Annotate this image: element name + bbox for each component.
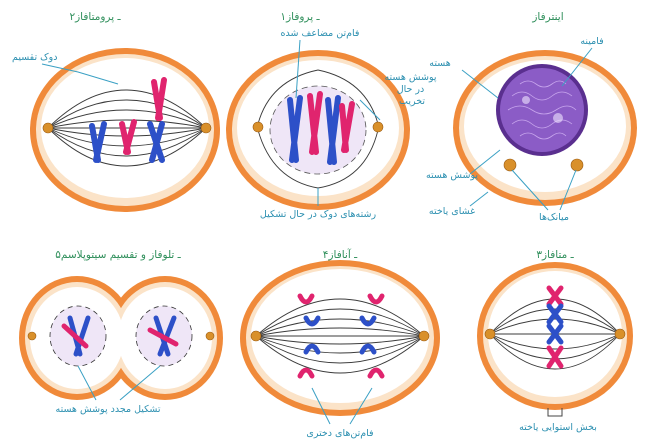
prometaphase-title: ۲ـ پرومتافاز: [69, 11, 121, 23]
centriole: [201, 123, 211, 133]
label-reforming-envelope: تشکیل مجدد پوشش هسته: [56, 404, 161, 415]
label-spindle: دوک تقسیم: [12, 52, 57, 63]
metaphase-panel: ۳ـ متافاز بخش استوایی یاخته: [477, 249, 633, 433]
centriole: [43, 123, 53, 133]
prophase-title: ۱ـ پروفاز: [280, 11, 320, 23]
centriole: [615, 329, 625, 339]
centriole: [571, 159, 583, 171]
centriole: [373, 122, 383, 132]
label-chromatin: فامینه: [580, 36, 603, 47]
metaphase-title: ۳ـ متافاز: [536, 249, 574, 261]
label-equator: بخش استوایی یاخته: [519, 422, 597, 433]
prophase-panel: ۱ـ پروفاز فام‌تن مضاعف شده رشته‌های دوک …: [226, 11, 410, 220]
prometaphase-panel: ۲ـ پرومتافاز دوک تقسیم: [12, 11, 220, 212]
centriole: [28, 332, 36, 340]
centriole: [485, 329, 495, 339]
centriole: [419, 331, 429, 341]
label-daughter-chromosomes: فام‌تن‌های دختری: [306, 428, 373, 439]
telophase-panel: ۵ـ تلوفاز و تقسیم سیتوپلاسم تشکیل مجدد پ…: [19, 249, 223, 415]
telophase-title: ۵ـ تلوفاز و تقسیم سیتوپلاسم: [55, 249, 181, 261]
interphase-title: اینترفاز: [531, 11, 563, 23]
label-cell-membrane: غشای یاخته: [429, 206, 475, 217]
label-centrioles: میانک‌ها: [539, 212, 569, 223]
centriole: [504, 159, 516, 171]
label-spindle-forming: رشته‌های دوک در حال تشکیل: [260, 209, 377, 220]
centriole: [253, 122, 263, 132]
centriole: [251, 331, 261, 341]
label-nuclear-envelope: پوشش هسته: [426, 170, 478, 181]
label-duplicated-chromosome: فام‌تن مضاعف شده: [281, 28, 360, 39]
label-nucleus: هسته: [429, 58, 450, 69]
centriole: [206, 332, 214, 340]
anaphase-panel: ۴ـ آنافاز فام‌تن‌های دختری: [240, 248, 440, 439]
interphase-panel: اینترفاز فامینه پوشش هسته غشای یاخته میا…: [426, 11, 637, 223]
anaphase-title: ۴ـ آنافاز: [323, 248, 358, 261]
